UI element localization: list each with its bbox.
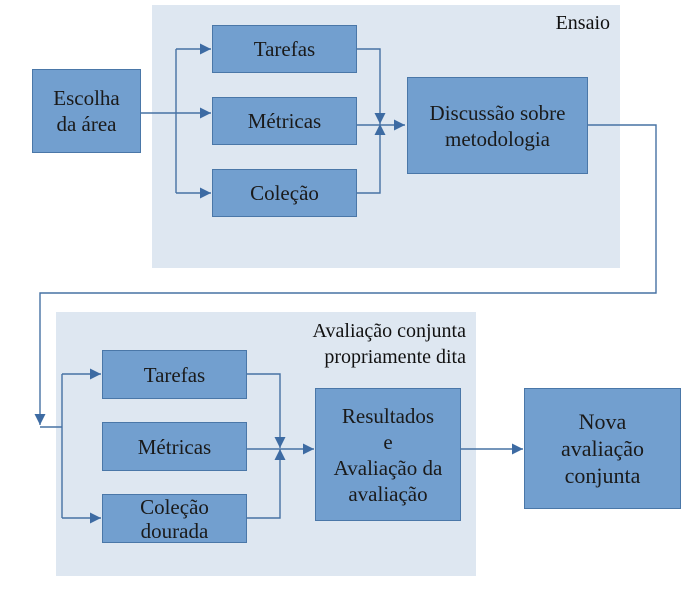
ensaio-metricas-box: Métricas: [212, 97, 357, 145]
discussao-metodologia-box: Discussão sobre metodologia: [407, 77, 588, 174]
ensaio-colecao-box: Coleção: [212, 169, 357, 217]
escolha-da-area-box: Escolha da área: [32, 69, 141, 153]
avaliacao-metricas-box: Métricas: [102, 422, 247, 471]
avaliacao-tarefas-box: Tarefas: [102, 350, 247, 399]
ensaio-tarefas-box: Tarefas: [212, 25, 357, 73]
resultados-avaliacao-box: Resultados e Avaliação da avaliação: [315, 388, 461, 521]
avaliacao-panel-title: Avaliação conjunta propriamente dita: [312, 320, 466, 368]
ensaio-panel-title: Ensaio: [555, 12, 610, 34]
avaliacao-colecao-dourada-box: Coleção dourada: [102, 494, 247, 543]
nova-avaliacao-conjunta-box: Nova avaliação conjunta: [524, 388, 681, 509]
